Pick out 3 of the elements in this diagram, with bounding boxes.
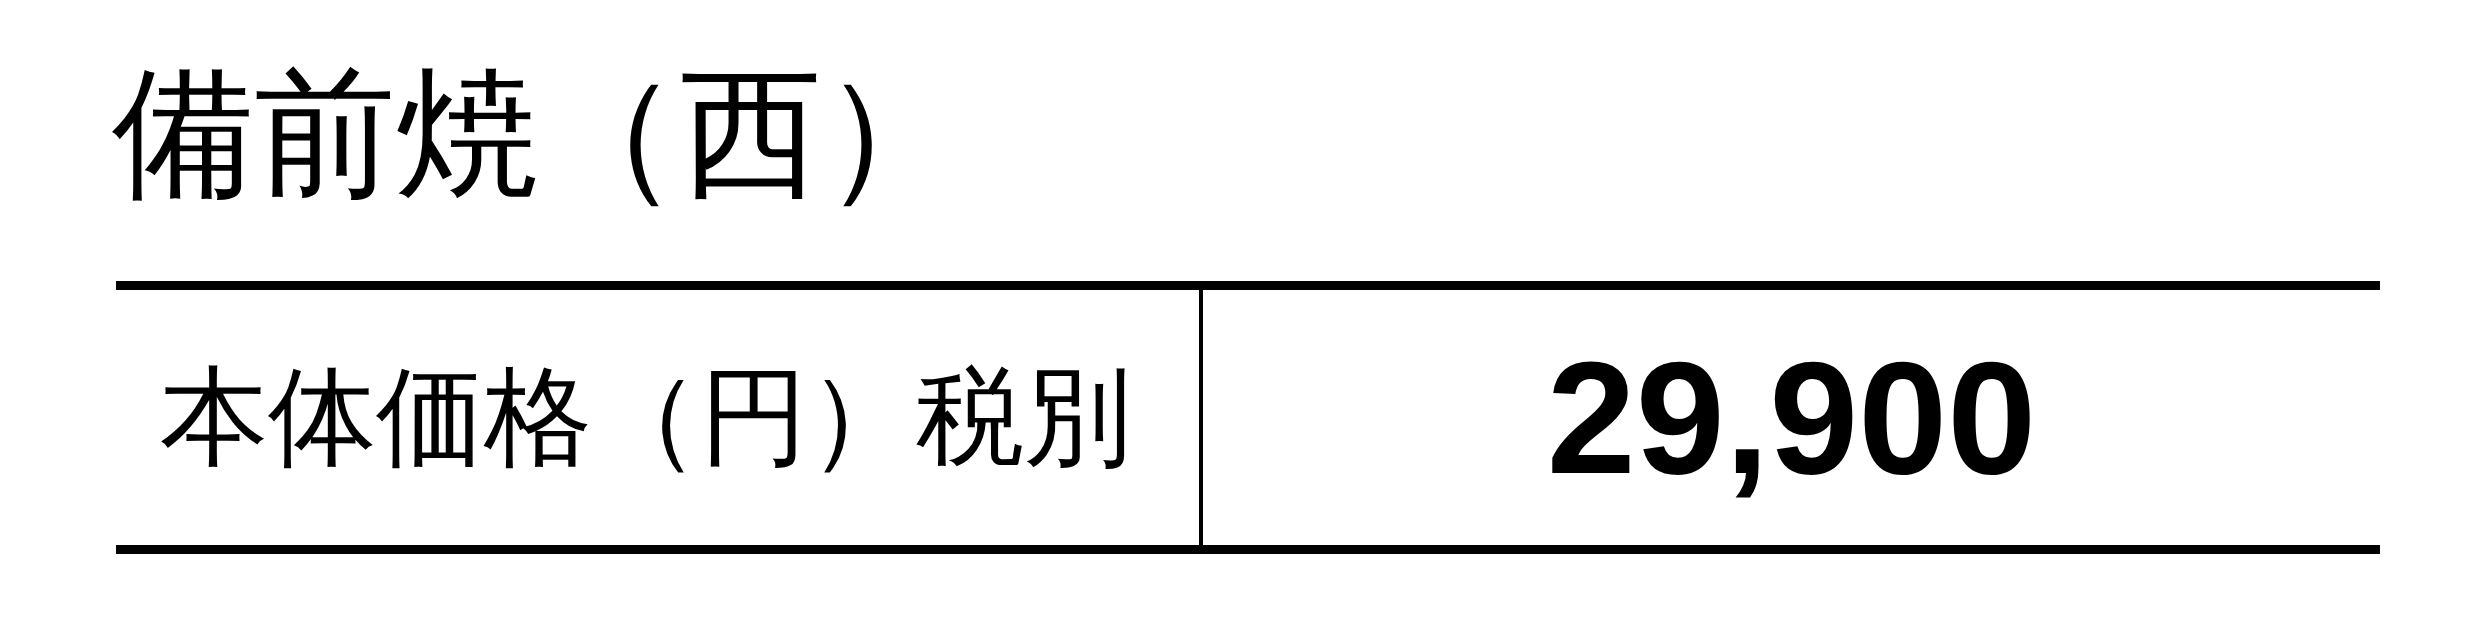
table-cell-label: 本体価格（円）税別: [160, 352, 1132, 481]
title: 備前焼（西）: [112, 49, 964, 217]
price-value: 29,900: [1546, 326, 2037, 509]
